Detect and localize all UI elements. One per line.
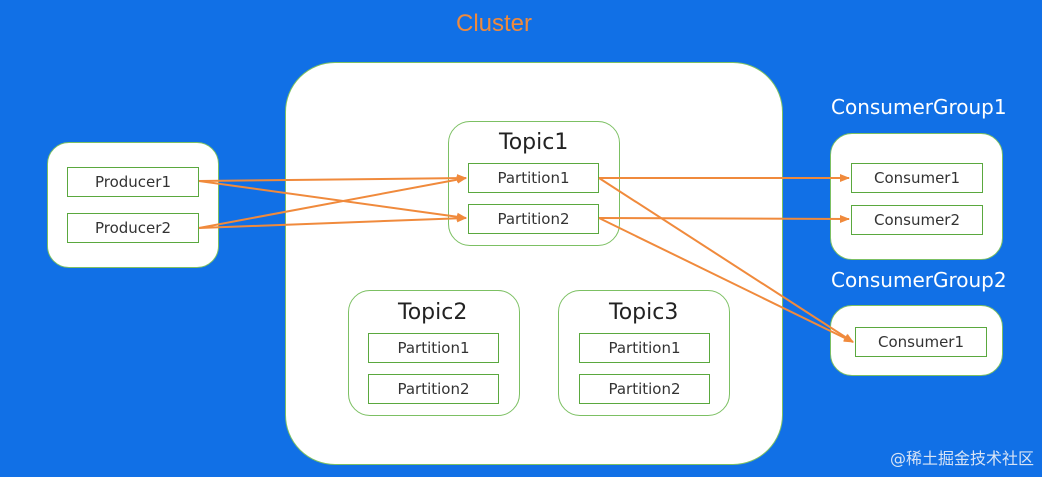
group1-consumer2: Consumer2 (851, 205, 983, 235)
topic1-partition2: Partition2 (468, 204, 599, 234)
consumer-group1-panel (830, 133, 1003, 260)
cluster-title: Cluster (456, 10, 533, 37)
topic1-partition1: Partition1 (468, 163, 599, 193)
topic2-partition2: Partition2 (368, 374, 499, 404)
topic2-label: Topic2 (398, 300, 468, 325)
topic3-partition2: Partition2 (579, 374, 710, 404)
consumer-group2-label: ConsumerGroup2 (831, 268, 1007, 292)
watermark: @稀土掘金技术社区 (889, 449, 1034, 468)
producer-1: Producer1 (67, 167, 199, 197)
topic3-label: Topic3 (609, 300, 679, 325)
producer-2: Producer2 (67, 213, 199, 243)
topic1-label: Topic1 (499, 130, 569, 155)
group1-consumer1: Consumer1 (851, 163, 983, 193)
producers-panel (47, 142, 219, 268)
topic3-partition1: Partition1 (579, 333, 710, 363)
consumer-group1-label: ConsumerGroup1 (831, 95, 1007, 119)
topic2-partition1: Partition1 (368, 333, 499, 363)
group2-consumer1: Consumer1 (855, 327, 987, 357)
